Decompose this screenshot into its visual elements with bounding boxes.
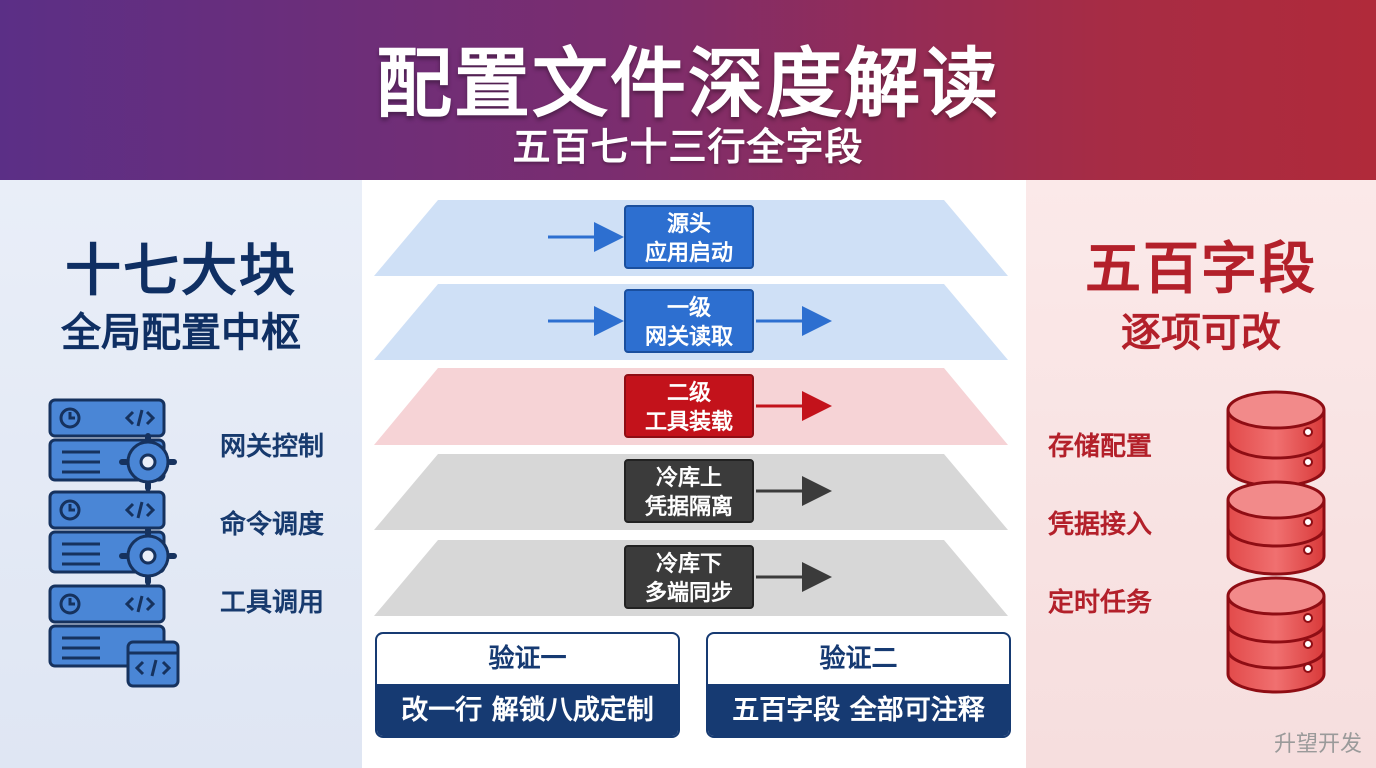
left-item-gateway: 网关控制 <box>220 432 325 462</box>
header-banner: 配置文件深度解读 五百七十三行全字段 <box>0 0 1376 180</box>
verify-body: 五百字段 全部可注释 <box>708 684 1009 736</box>
right-item-credential: 凭据接入 <box>1048 510 1153 540</box>
layer-tag-line2: 凭据隔离 <box>644 495 733 520</box>
left-subheading: 全局配置中枢 <box>61 310 301 356</box>
layer-tag-line2: 工具装载 <box>644 410 733 435</box>
layer-tag-line2: 应用启动 <box>644 241 733 266</box>
layer-tag-line1: 冷库下 <box>655 552 722 577</box>
layer-tag-cold-lower: 冷库下 多端同步 <box>624 545 754 609</box>
layer-tag-level2: 二级 工具装载 <box>624 374 754 438</box>
left-item-command: 命令调度 <box>220 510 325 540</box>
right-subheading: 逐项可改 <box>1121 310 1281 356</box>
right-item-schedule: 定时任务 <box>1048 588 1153 618</box>
layer-tag-source: 源头 应用启动 <box>624 205 754 269</box>
layer-tag-line1: 一级 <box>666 296 711 321</box>
layer-tag-cold-upper: 冷库上 凭据隔离 <box>624 459 754 523</box>
verify-title: 验证二 <box>819 644 898 674</box>
layer-tag-line1: 二级 <box>666 381 711 406</box>
page-title: 配置文件深度解读 <box>376 39 1000 128</box>
verify-box-2: 验证二 五百字段 全部可注释 <box>706 632 1011 738</box>
layer-tag-line1: 源头 <box>666 212 711 237</box>
left-item-tool: 工具调用 <box>220 588 325 618</box>
right-heading: 五百字段 <box>1085 237 1317 302</box>
layer-tag-line2: 多端同步 <box>644 581 733 606</box>
layer-tag-level1: 一级 网关读取 <box>624 289 754 353</box>
left-heading: 十七大块 <box>65 239 297 304</box>
page-subtitle: 五百七十三行全字段 <box>512 125 864 169</box>
verify-box-1: 验证一 改一行 解锁八成定制 <box>375 632 680 738</box>
right-item-storage: 存储配置 <box>1048 432 1153 462</box>
layer-tag-line1: 冷库上 <box>655 466 722 491</box>
watermark: 升望开发 <box>1273 732 1362 757</box>
layer-tag-line2: 网关读取 <box>644 325 733 350</box>
verify-body: 改一行 解锁八成定制 <box>377 684 678 736</box>
verify-title: 验证一 <box>488 644 567 674</box>
